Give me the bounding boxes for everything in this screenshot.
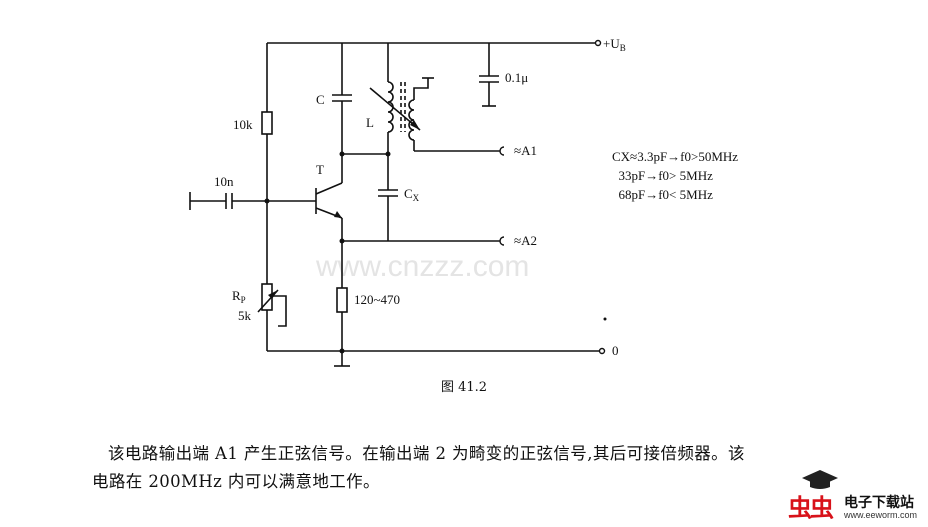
cap-cx-label: CX — [404, 186, 420, 203]
supply-label: +UB — [603, 36, 626, 53]
circuit-schematic: www.cnzzz.com — [189, 36, 626, 367]
inductor-label: L — [366, 115, 374, 130]
transistor-label: T — [316, 162, 324, 177]
rp-value-label: 5k — [238, 308, 252, 323]
output-a2-label: ≈A2 — [514, 233, 537, 248]
paragraph-line: 电路在 200MHz 内可以满意地工作。 — [92, 472, 380, 491]
capacitor-notes: CX≈3.3pF→f0>50MHz 33pF→f0> 5MHz 68pF→f0<… — [612, 147, 738, 204]
supply-cap-label: 0.1μ — [505, 70, 528, 85]
resistor-10k-label: 10k — [233, 117, 253, 132]
watermark-text: www.cnzzz.com — [315, 250, 529, 283]
note-line: CX≈3.3pF→f0>50MHz — [612, 149, 739, 164]
circuit-junctions — [264, 120, 607, 354]
logo-site-name: 电子下载站 — [844, 495, 914, 511]
cap-10n-label: 10n — [214, 174, 234, 189]
emitter-resistor-label: 120~470 — [354, 292, 400, 307]
figure-caption: 图 41.2 — [441, 380, 488, 395]
terminals — [499, 39, 606, 355]
cap-c-label: C — [316, 92, 325, 107]
graduation-cap-icon — [802, 470, 838, 489]
description-paragraph: 该电路输出端 A1 产生正弦信号。在输出端 2 为畸变的正弦信号,其后可接倍频器… — [92, 440, 902, 496]
logo-brand: 虫虫 — [788, 494, 834, 522]
note-line: 68pF→f0< 5MHz — [612, 187, 713, 202]
note-line: 33pF→f0> 5MHz — [612, 168, 713, 183]
logo-url: www.eeworm.com — [844, 510, 918, 520]
site-logo[interactable]: 虫虫 电子下载站 www.eeworm.com — [776, 468, 924, 524]
ground-label: 0 — [612, 343, 619, 358]
paragraph-line: 该电路输出端 A1 产生正弦信号。在输出端 2 为畸变的正弦信号,其后可接倍频器… — [108, 444, 745, 463]
circuit-wires — [189, 42, 600, 367]
output-a1-label: ≈A1 — [514, 143, 537, 158]
rp-label: RP — [232, 288, 246, 305]
